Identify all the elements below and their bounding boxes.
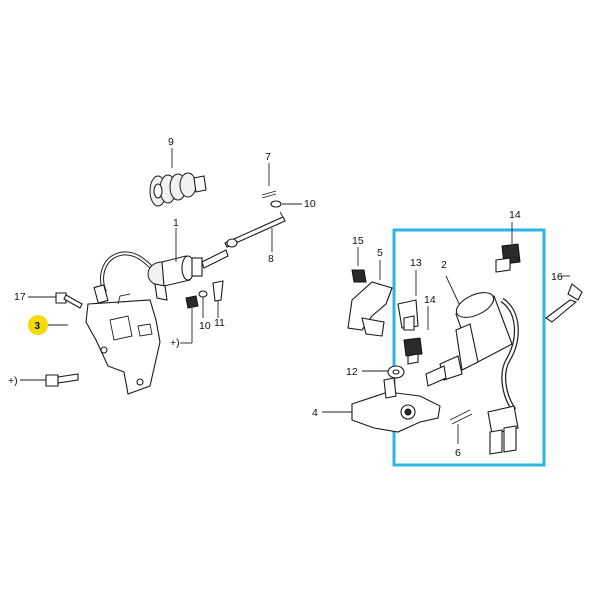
clevis-pin-part [212,280,224,318]
callout-2: 2 [441,259,447,271]
mounting-bracket-part-5 [347,260,393,337]
callout-15: 15 [352,235,364,247]
callout-6: 6 [455,447,461,459]
callout-13: 13 [410,257,422,269]
solenoid-part-2 [425,275,519,455]
callout-10-lower: 10 [199,320,211,332]
callout-11: 11 [214,317,225,329]
callout-1: 1 [173,217,179,229]
stop-solenoid-part [93,228,238,304]
callout-labels: 9 7 10 1 8 17 10 11 +) +) 3 14 15 5 13 2… [8,136,563,459]
callout-10-upper: 10 [304,198,316,210]
callout-14-lower: 14 [424,294,436,306]
callout-16: 16 [551,271,563,283]
callout-7: 7 [265,151,271,163]
split-pin-part [261,163,277,199]
callout-5: 5 [377,247,383,259]
washer-part-upper [270,200,302,208]
highlight-box [392,228,546,467]
callout-plus-b: +) [8,375,18,387]
highlight-badge [28,315,48,335]
nut-part-lower [180,295,199,344]
callout-3: 3 [35,321,41,332]
callout-17: 17 [14,291,26,303]
washer-part-lower [198,290,208,318]
bellows-boot-part [149,148,207,207]
callout-9: 9 [168,136,174,148]
nut-part-15 [351,247,367,283]
bolt-part-17 [28,292,83,309]
callout-12: 12 [346,366,358,378]
bolt-part-14-upper [495,222,521,273]
washer-part-12 [362,365,405,379]
callout-plus-a: +) [170,337,180,349]
bolt-part-lower [20,373,79,387]
lever-bracket-part-4 [322,377,441,433]
mounting-bracket-part [85,293,161,395]
nut-part-14-lower [403,306,429,365]
spring-pin-part-6 [449,409,473,444]
callout-8: 8 [268,253,274,265]
long-bolt-part-16 [545,275,583,323]
callout-4: 4 [312,407,318,419]
bolt-part-13 [397,270,419,331]
callout-14-upper: 14 [509,209,521,221]
control-rod-part [224,211,286,252]
